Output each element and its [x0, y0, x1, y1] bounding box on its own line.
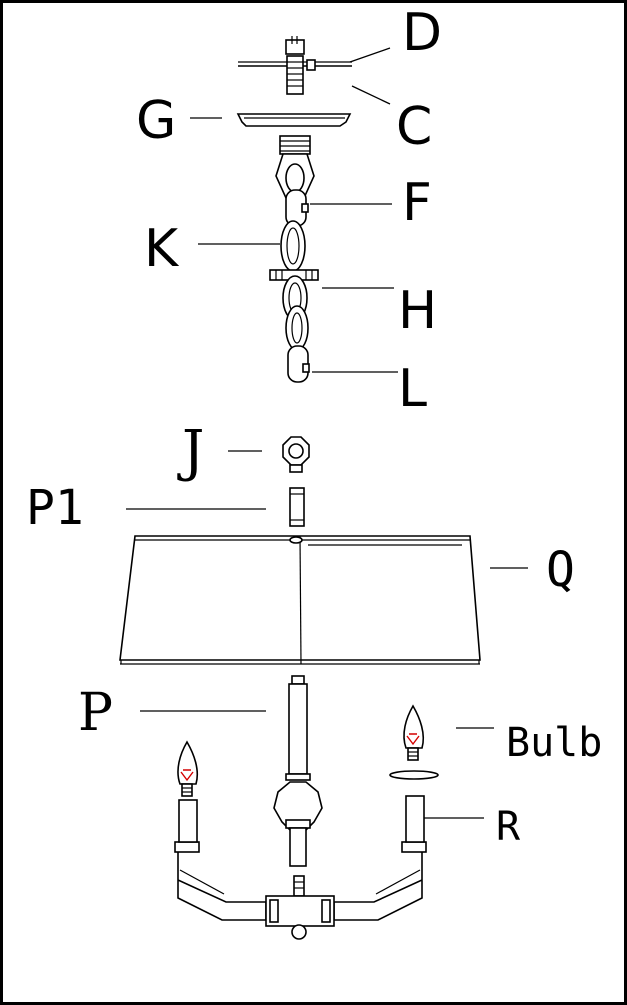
part-socket-right: [389, 770, 439, 843]
label-f: F: [402, 173, 432, 233]
part-stem: [273, 675, 323, 897]
label-j: J: [177, 419, 204, 484]
label-p: P: [78, 683, 113, 743]
part-chain: [269, 135, 319, 383]
bulb-left-icon: [177, 740, 199, 797]
leader-lines: [126, 47, 528, 819]
part-finial: [282, 436, 310, 473]
part-crossbar: [238, 36, 352, 95]
part-arms: [174, 841, 427, 940]
label-r: R: [496, 804, 521, 850]
label-l: L: [398, 359, 427, 419]
part-socket-left: [178, 799, 198, 843]
part-shade: [119, 535, 481, 665]
label-h: H: [398, 281, 437, 341]
label-k: K: [144, 219, 180, 279]
label-c: C: [396, 97, 432, 157]
label-p1: P1: [26, 480, 84, 536]
bulb-right-icon: [403, 704, 425, 761]
label-bulb: Bulb: [506, 720, 602, 766]
label-q: Q: [546, 542, 575, 598]
part-canopy: [236, 113, 352, 127]
label-d: D: [402, 3, 442, 63]
part-nipple: [289, 487, 305, 527]
label-g: G: [136, 91, 176, 151]
